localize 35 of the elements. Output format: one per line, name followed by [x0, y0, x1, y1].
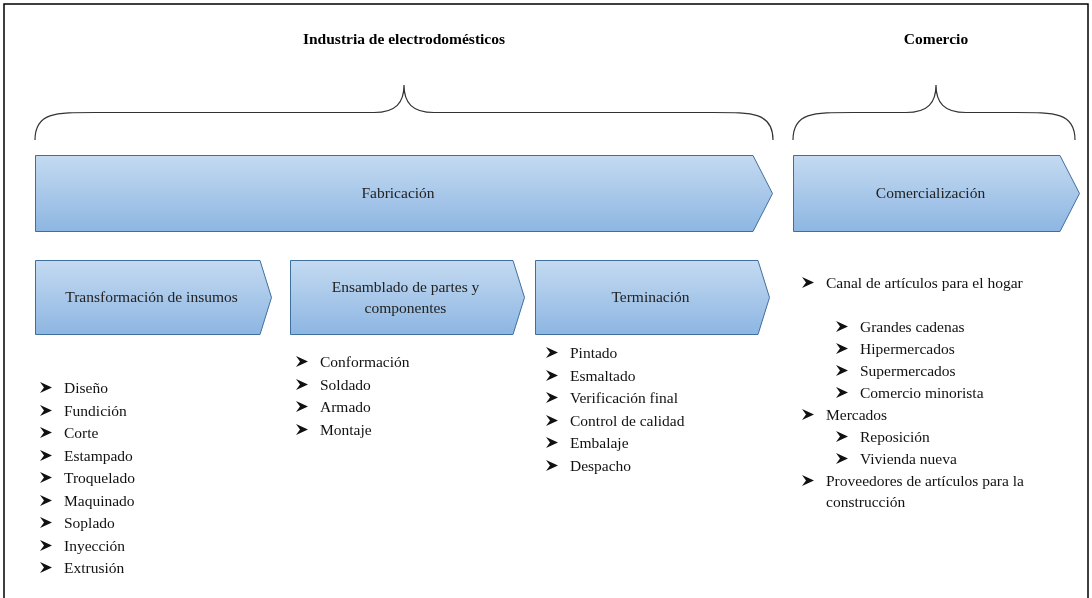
- list-item: Armado: [320, 397, 371, 417]
- list-item: Proveedores de artículos para la construcción: [826, 471, 1025, 512]
- list-item: Comercio minorista: [860, 383, 984, 403]
- list-item: Fundición: [64, 400, 127, 421]
- list-item: Pintado: [570, 343, 618, 363]
- list-item: Estampado: [64, 445, 133, 466]
- list-item: Reposición: [860, 427, 930, 447]
- list-item: Maquinado: [64, 490, 135, 511]
- stage-label: Comercialización: [875, 183, 986, 204]
- list-item: Diseño: [64, 378, 108, 398]
- list-item: Control de calidad: [570, 410, 685, 431]
- list-item: Corte: [64, 423, 99, 443]
- list-item: Conformación: [320, 352, 410, 372]
- list-item: Inyección: [64, 535, 126, 556]
- stage-label: Ensamblado de partes y componentes: [330, 277, 481, 318]
- list-item: Mercados: [826, 405, 888, 425]
- list-item: Grandes cadenas: [860, 317, 965, 337]
- list-item: Esmaltado: [570, 365, 636, 386]
- list-item: Supermercados: [860, 361, 956, 381]
- stage-label: Terminación: [611, 287, 690, 308]
- list-item: Hipermercados: [860, 339, 955, 359]
- section-heading: Comercio: [903, 30, 969, 48]
- stage-label: Fabricación: [361, 183, 435, 204]
- section-heading: Industria de electrodomésticos: [302, 30, 506, 48]
- list-item: Montaje: [320, 419, 372, 440]
- list-item: Vivienda nueva: [860, 449, 957, 469]
- stage-label: Transformación de insumos: [65, 287, 238, 308]
- list-item: Soplado: [64, 513, 115, 533]
- list-item: Embalaje: [570, 433, 629, 453]
- list-item: Extrusión: [64, 558, 125, 578]
- list-item: Verificación final: [570, 388, 678, 408]
- list-item: Canal de artículos para el hogar: [826, 273, 1023, 293]
- list-item: Despacho: [570, 455, 632, 476]
- list-item: Troquelado: [64, 468, 135, 488]
- list-item: Soldado: [320, 374, 371, 395]
